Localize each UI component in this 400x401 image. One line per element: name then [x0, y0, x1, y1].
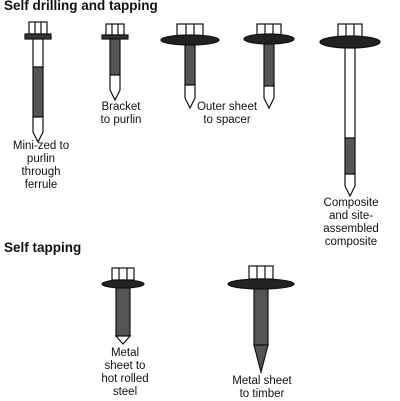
bracket-label: Bracket to purlin	[100, 101, 142, 126]
outer-sheet-label: Outer sheet to spacer	[196, 101, 258, 126]
self-tapping-heading: Self tapping	[4, 240, 82, 255]
metal-hot-rolled-label: Metal sheet to hot rolled steel	[101, 347, 149, 398]
mini-zed-label: Mini-zed to purlin through ferrule	[12, 140, 70, 191]
metal-timber-label: Metal sheet to timber	[232, 375, 292, 400]
self-drilling-heading: Self drilling and tapping	[4, 0, 158, 13]
composite-label: Composite and site- assembled composite	[323, 197, 379, 248]
